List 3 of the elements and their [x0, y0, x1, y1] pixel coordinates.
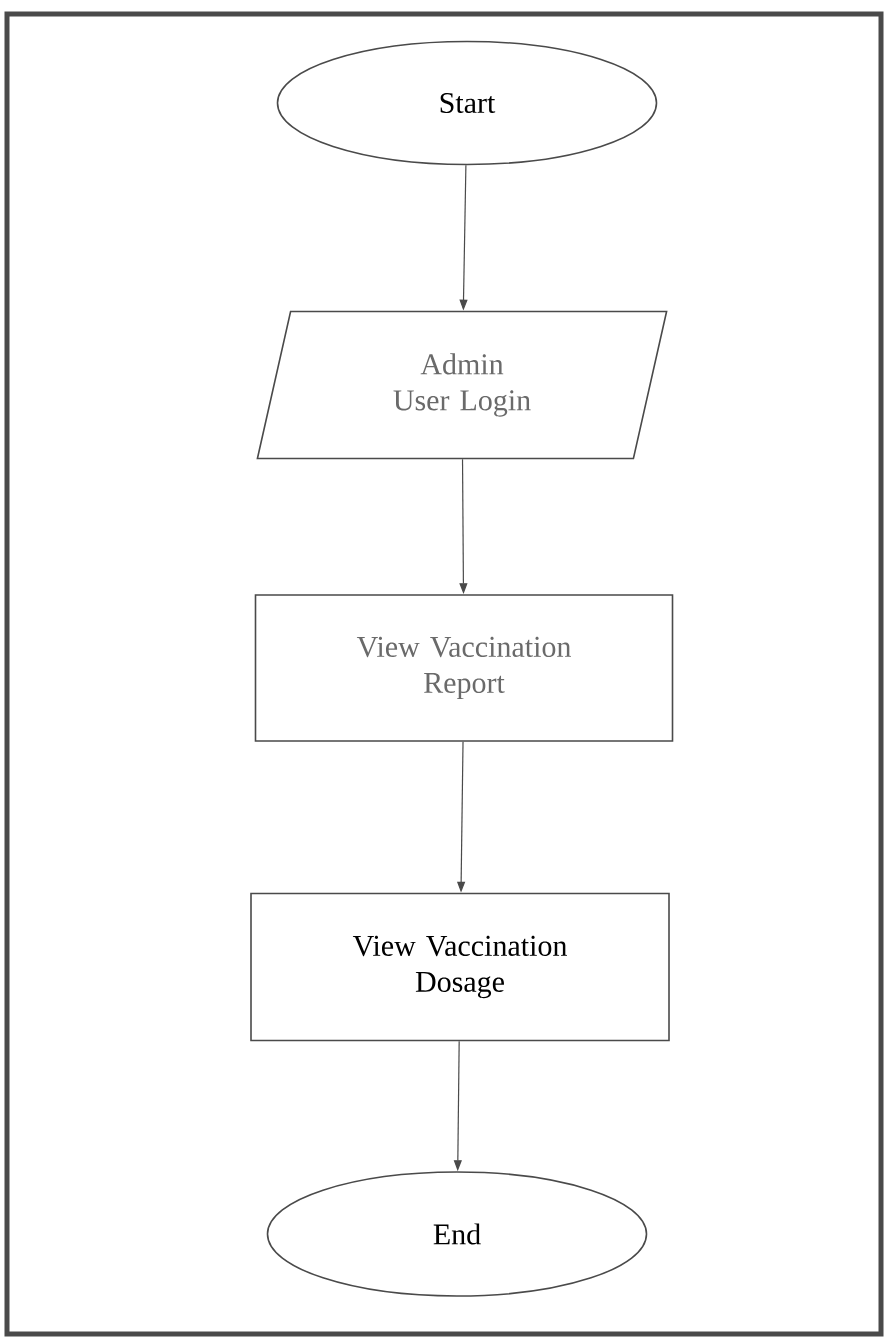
process-box: View Vaccination Dosage: [250, 892, 670, 1042]
input-parallelogram: Admin User Login: [256, 310, 668, 460]
process-box: View Vaccination Report: [254, 594, 674, 742]
